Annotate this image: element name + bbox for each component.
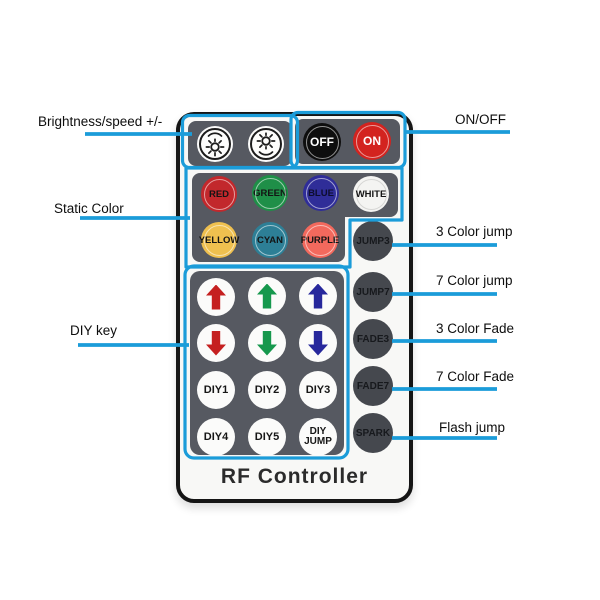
red-up-arrow-icon	[206, 284, 226, 310]
off-button[interactable]: OFF	[303, 123, 341, 161]
blue-down-arrow-button[interactable]	[299, 324, 337, 362]
green-down-arrow-button[interactable]	[248, 324, 286, 362]
callout-diy-key: DIY key	[70, 323, 118, 338]
purple-button[interactable]: PURPLE	[300, 222, 340, 258]
white-button-label: WHITE	[355, 188, 387, 200]
diy5-button-label: DIY5	[254, 430, 280, 443]
blue-down-arrow-icon	[308, 330, 328, 356]
green-up-arrow-icon	[257, 283, 277, 309]
callout-7-color-jump: 7 Color jump	[436, 273, 513, 288]
blue-up-arrow-icon	[308, 283, 328, 309]
diy-jump-button[interactable]: DIY JUMP	[299, 418, 337, 456]
diy1-button-label: DIY1	[203, 383, 229, 396]
green-button-label: GREEN	[253, 187, 287, 199]
diy2-button-label: DIY2	[254, 383, 280, 396]
spark-button[interactable]: SPARK	[353, 413, 393, 453]
spark-button-label: SPARK	[355, 427, 391, 439]
callout-static-color: Static Color	[54, 201, 124, 216]
off-button-label: OFF	[310, 135, 334, 149]
callout-3-color-fade: 3 Color Fade	[436, 321, 515, 336]
green-down-arrow-icon	[257, 330, 277, 356]
on-button[interactable]: ON	[353, 122, 391, 160]
yellow-button-label: YELLOW	[198, 234, 240, 246]
blue-button-label: BLUE	[308, 187, 334, 199]
on-button-label: ON	[363, 134, 381, 148]
jump7-button-label: JUMP7	[356, 286, 390, 298]
white-button[interactable]: WHITE	[353, 176, 389, 212]
fade7-button-label: FADE7	[356, 380, 390, 392]
jump3-button[interactable]: JUMP3	[353, 221, 393, 261]
callout-flash-jump: Flash jump	[439, 420, 506, 435]
fade3-button-label: FADE3	[356, 333, 390, 345]
blue-up-arrow-button[interactable]	[299, 277, 337, 315]
red-down-arrow-icon	[206, 330, 226, 356]
callout-7-color-fade: 7 Color Fade	[436, 369, 515, 384]
cyan-button-label: CYAN	[256, 234, 284, 246]
rf-remote-body: OFF ON RED GREEN BLUE WHITE YELLOW CYAN …	[176, 112, 413, 503]
diy4-button[interactable]: DIY4	[197, 418, 235, 456]
red-up-arrow-button[interactable]	[197, 278, 235, 316]
green-up-arrow-button[interactable]	[248, 277, 286, 315]
rf-controller-label: RF Controller	[220, 465, 369, 488]
diy3-button-label: DIY3	[305, 383, 331, 396]
diy2-button[interactable]: DIY2	[248, 371, 286, 409]
diy-jump-button-label: DIY JUMP	[304, 426, 332, 447]
jump3-button-label: JUMP3	[356, 235, 390, 247]
diy5-button[interactable]: DIY5	[248, 418, 286, 456]
red-button-label: RED	[208, 188, 230, 200]
callout-brightness-speed: Brightness/speed +/-	[38, 114, 163, 129]
jump7-button[interactable]: JUMP7	[353, 272, 393, 312]
cyan-button[interactable]: CYAN	[252, 222, 288, 258]
yellow-button[interactable]: YELLOW	[198, 222, 240, 258]
red-down-arrow-button[interactable]	[197, 324, 235, 362]
green-button[interactable]: GREEN	[252, 175, 288, 211]
callout-3-color-jump: 3 Color jump	[436, 224, 513, 239]
fade7-button[interactable]: FADE7	[353, 366, 393, 406]
brightness-speed-plus-button[interactable]	[197, 126, 233, 162]
diy1-button[interactable]: DIY1	[197, 371, 235, 409]
fade3-button[interactable]: FADE3	[353, 319, 393, 359]
brightness-speed-minus-button[interactable]	[248, 126, 284, 162]
callout-on-off: ON/OFF	[455, 112, 506, 127]
diy3-button[interactable]: DIY3	[299, 371, 337, 409]
sun-arc-bottom-icon	[248, 126, 284, 162]
blue-button[interactable]: BLUE	[303, 175, 339, 211]
purple-button-label: PURPLE	[300, 234, 340, 246]
red-button[interactable]: RED	[201, 176, 237, 212]
diy4-button-label: DIY4	[203, 430, 229, 443]
sun-arc-top-icon	[197, 126, 233, 162]
